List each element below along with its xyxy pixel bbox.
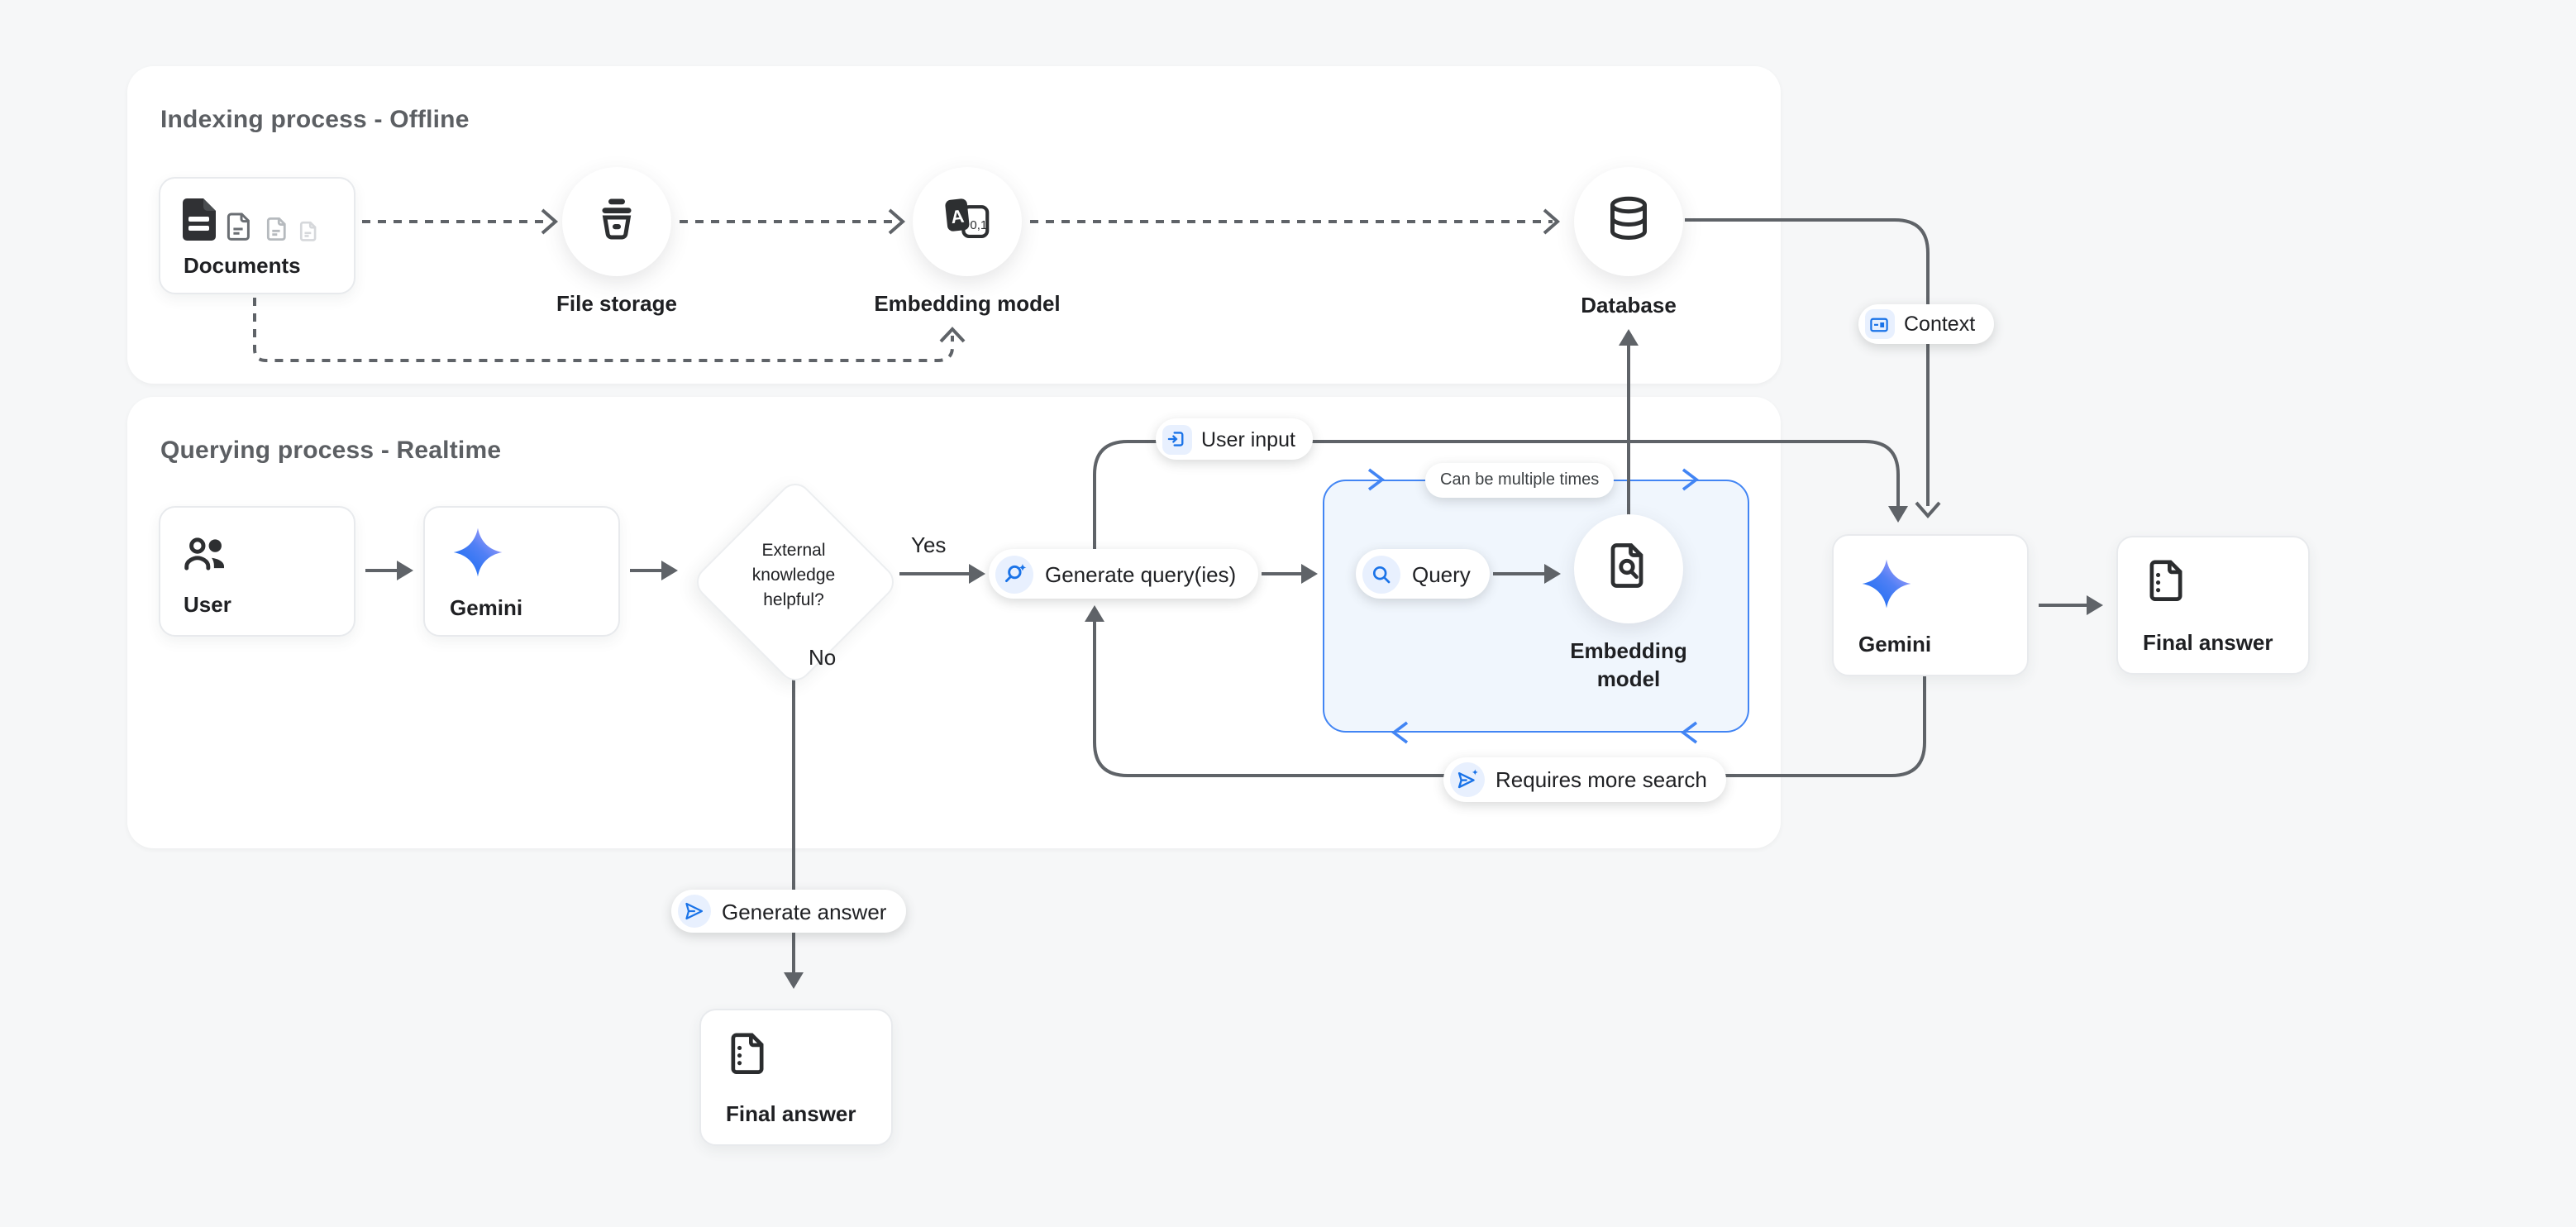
user-group-icon (184, 531, 230, 582)
decision-text: External knowledge helpful? (751, 541, 836, 610)
user-card: User (159, 506, 355, 637)
svg-text:A: A (950, 205, 966, 227)
loop-direction-arrows (1367, 468, 1699, 744)
embedding-model-index-label: Embedding model (874, 291, 1061, 316)
documents-card: Documents (159, 177, 355, 294)
generate-answer-pill: Generate answer (671, 890, 907, 933)
can-be-multiple-times-pill: Can be multiple times (1425, 463, 1615, 498)
yes-edge-label: Yes (911, 532, 947, 557)
generate-queries-pill: Generate query(ies) (989, 549, 1258, 599)
search-sparkle-icon (995, 555, 1033, 593)
gemini-card-right: Gemini (1832, 534, 2029, 676)
indexing-panel-title: Indexing process - Offline (160, 106, 470, 134)
generate-answer-label: Generate answer (722, 899, 887, 924)
document-summary-icon (2144, 557, 2191, 612)
generate-queries-label: Generate query(ies) (1045, 561, 1237, 586)
arrowheads (397, 329, 2103, 989)
gemini-sparkle-icon (1860, 557, 1913, 618)
document-stack-icon (182, 195, 334, 253)
file-storage-label: File storage (556, 291, 677, 316)
retrieval-loop-box (1323, 480, 1749, 733)
svg-text:0,1: 0,1 (970, 217, 987, 232)
database-node (1574, 167, 1683, 276)
documents-label: Documents (184, 253, 301, 278)
database-cylinder-icon (1604, 193, 1653, 251)
file-storage-node (562, 167, 671, 276)
gemini-right-label: Gemini (1858, 632, 1932, 656)
embedding-model-query-node (1574, 514, 1683, 623)
arrowhead (888, 208, 906, 235)
user-input-label: User input (1201, 427, 1295, 451)
final-answer-right-label: Final answer (2143, 630, 2273, 655)
edge-requires-more-search-loop (1093, 622, 1926, 777)
gemini-left-label: Gemini (450, 595, 523, 620)
final-answer-card-right: Final answer (2116, 536, 2310, 675)
edge-user-input-gemini (1093, 440, 1900, 551)
magnifier-icon (1362, 555, 1400, 593)
send-sparkle-icon (1449, 762, 1484, 797)
document-search-icon (1604, 540, 1653, 598)
token-translate-icon: 0,1 A (942, 193, 992, 251)
query-label: Query (1412, 561, 1471, 586)
embedding-model-query-label: Embedding model (1570, 638, 1687, 690)
requires-more-search-pill: Requires more search (1443, 757, 1727, 802)
can-be-multiple-times-label: Can be multiple times (1440, 471, 1600, 489)
querying-panel-title: Querying process - Realtime (160, 437, 502, 465)
embedding-model-index-node: 0,1 A (913, 167, 1022, 276)
final-answer-card-bottom: Final answer (699, 1009, 893, 1146)
final-answer-bottom-label: Final answer (726, 1101, 856, 1126)
database-label: Database (1581, 293, 1677, 317)
context-card-icon (1864, 309, 1894, 339)
context-pill: Context (1858, 304, 1994, 344)
input-login-icon (1162, 424, 1191, 454)
storage-bucket-icon (592, 193, 642, 251)
query-pill: Query (1356, 549, 1491, 599)
edge-database-context-gemini (1685, 218, 1930, 506)
user-input-pill: User input (1156, 418, 1314, 460)
arrowhead (1543, 208, 1561, 235)
requires-more-search-label: Requires more search (1496, 767, 1707, 792)
arrowhead (1915, 501, 1941, 519)
gemini-card-left: Gemini (423, 506, 620, 637)
send-icon (677, 895, 710, 928)
no-edge-label: No (809, 645, 837, 670)
gemini-sparkle-icon (451, 526, 504, 587)
user-label: User (184, 592, 231, 617)
context-pill-label: Context (1904, 313, 1976, 336)
arrowhead (541, 208, 559, 235)
edge-documents-embedding-bypass (253, 298, 954, 362)
arrowhead (939, 327, 966, 343)
document-summary-icon (726, 1030, 772, 1085)
